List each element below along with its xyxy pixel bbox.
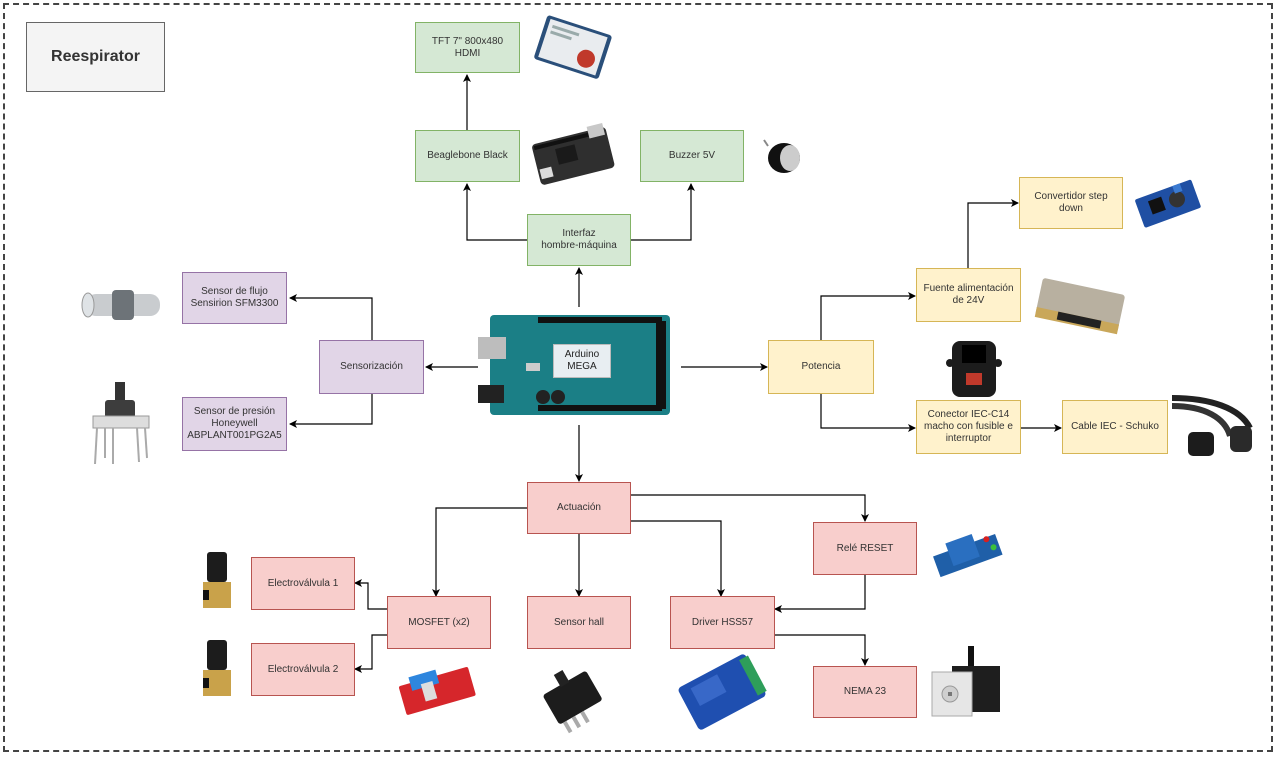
iec-connector-image bbox=[946, 341, 1002, 397]
pressure-sensor-image bbox=[92, 382, 150, 465]
node-mosfet[interactable]: MOSFET (x2) bbox=[387, 596, 491, 649]
edge-psu-stepdown bbox=[967, 199, 1019, 268]
node-tft-display[interactable]: TFT 7" 800x480 HDMI bbox=[415, 22, 520, 73]
nema23-motor-image bbox=[931, 646, 1000, 717]
solenoid-valve-2-image bbox=[203, 640, 231, 696]
relay-module-image bbox=[933, 533, 1003, 578]
psu-24v-image bbox=[1034, 278, 1125, 335]
iec-schuko-cable-image bbox=[1171, 395, 1253, 456]
node-flow-sensor[interactable]: Sensor de flujo Sensirion SFM3300 bbox=[182, 272, 287, 324]
node-nema23-motor[interactable]: NEMA 23 bbox=[813, 666, 917, 718]
node-hmi-group[interactable]: Interfaz hombre-máquina bbox=[527, 214, 631, 266]
edge-actuation-relay bbox=[631, 494, 869, 522]
edge-power-psu bbox=[820, 292, 916, 340]
edge-hmi-buzzer bbox=[631, 183, 695, 241]
diagram-title: Reespirator bbox=[26, 22, 165, 92]
edge-sensing-pressure bbox=[289, 394, 373, 428]
edge-relay-driver bbox=[774, 575, 866, 613]
solenoid-valve-1-image bbox=[203, 552, 231, 608]
node-driver-hss57[interactable]: Driver HSS57 bbox=[670, 596, 775, 649]
stepdown-converter-image bbox=[1135, 179, 1201, 228]
node-valve-2[interactable]: Electroválvula 2 bbox=[251, 643, 355, 696]
hall-sensor-image bbox=[543, 670, 602, 734]
mosfet-module-image bbox=[399, 667, 476, 715]
node-valve-1[interactable]: Electroválvula 1 bbox=[251, 557, 355, 610]
edge-power-connector bbox=[820, 394, 916, 432]
node-iec-schuko-cable[interactable]: Cable IEC - Schuko bbox=[1062, 400, 1168, 454]
buzzer-image bbox=[763, 139, 800, 173]
tft-display-image bbox=[534, 15, 612, 79]
edge-driver-motor bbox=[775, 634, 869, 666]
node-pressure-sensor[interactable]: Sensor de presión Honeywell ABPLANT001PG… bbox=[182, 397, 287, 451]
edge-mosfet-valve1 bbox=[354, 579, 387, 610]
node-relay-reset[interactable]: Relé RESET bbox=[813, 522, 917, 575]
node-power-group[interactable]: Potencia bbox=[768, 340, 874, 394]
node-stepdown-converter[interactable]: Convertidor step down bbox=[1019, 177, 1123, 229]
edge-sensing-flow bbox=[289, 294, 373, 340]
node-sensing-group[interactable]: Sensorización bbox=[319, 340, 424, 394]
edge-actuation-driver bbox=[631, 520, 725, 597]
node-hall-sensor[interactable]: Sensor hall bbox=[527, 596, 631, 649]
edge-mosfet-valve2 bbox=[354, 634, 387, 673]
beaglebone-image bbox=[532, 123, 615, 185]
stepper-driver-image bbox=[678, 654, 767, 730]
edge-hmi-beaglebone bbox=[463, 183, 527, 241]
arduino-mega-label: Arduino MEGA bbox=[553, 344, 611, 378]
node-psu-24v[interactable]: Fuente alimentación de 24V bbox=[916, 268, 1021, 322]
node-beaglebone-black[interactable]: Beaglebone Black bbox=[415, 130, 520, 182]
node-buzzer[interactable]: Buzzer 5V bbox=[640, 130, 744, 182]
edge-actuation-mosfet bbox=[432, 507, 527, 597]
node-iec-connector[interactable]: Conector IEC-C14 macho con fusible e int… bbox=[916, 400, 1021, 454]
diagram-frame bbox=[3, 3, 1273, 752]
flow-sensor-image bbox=[81, 290, 160, 320]
node-actuation-group[interactable]: Actuación bbox=[527, 482, 631, 534]
